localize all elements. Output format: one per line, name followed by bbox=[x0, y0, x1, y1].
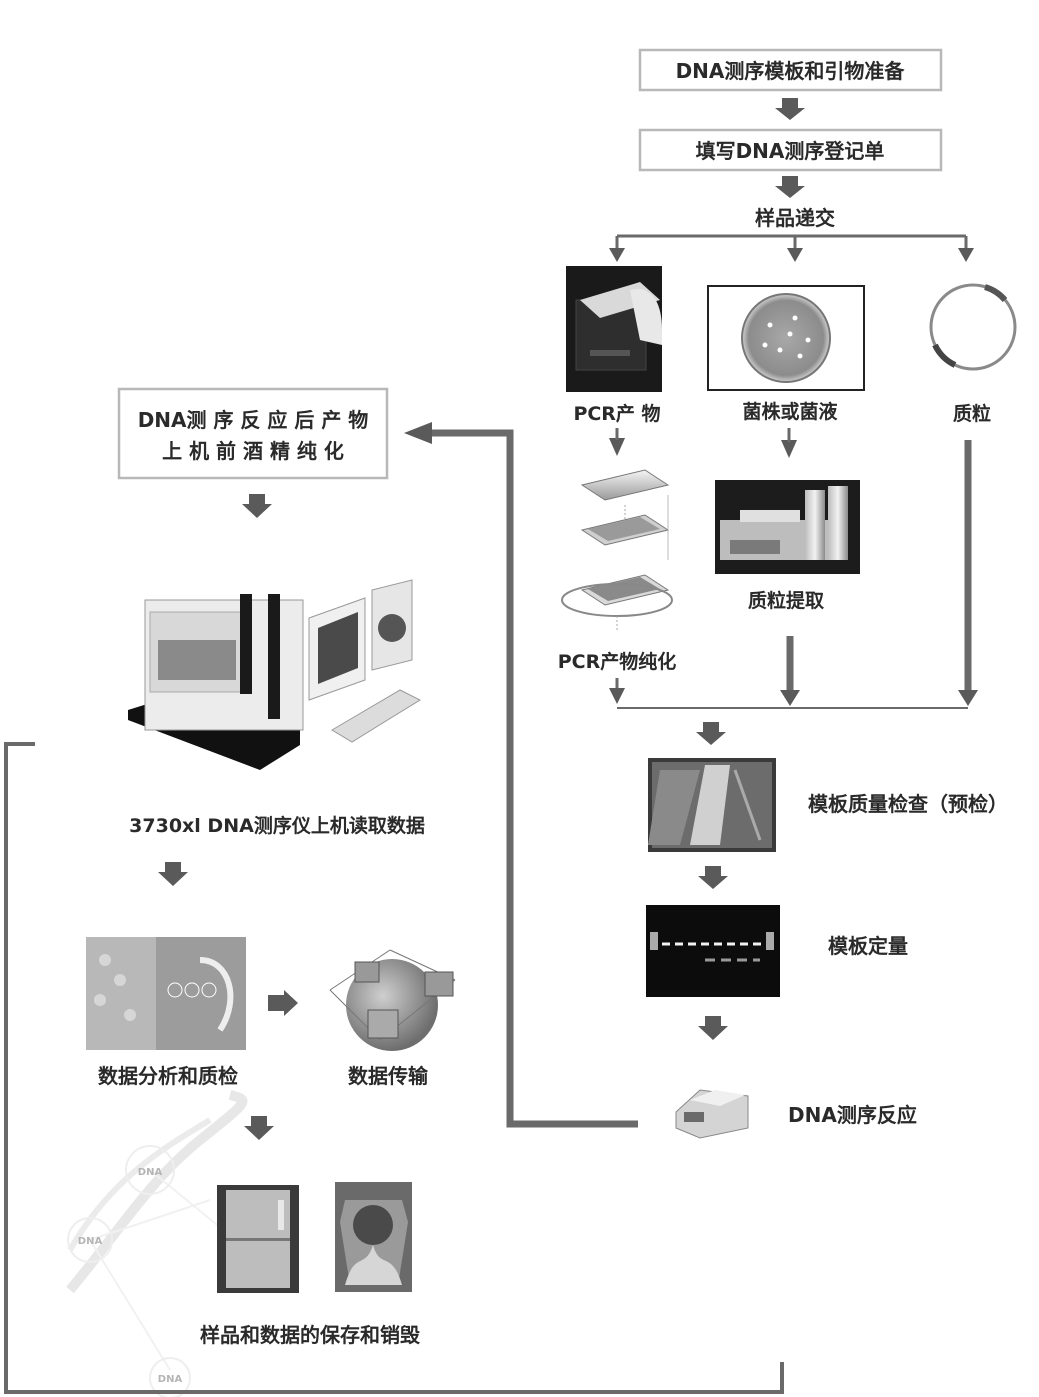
down-arrow-icon bbox=[698, 1016, 728, 1040]
down-arrow-icon bbox=[242, 494, 272, 518]
down-arrow-icon bbox=[158, 862, 188, 886]
dna-helix-watermark: DNA DNA DNA bbox=[66, 1090, 261, 1397]
down-arrow-icon bbox=[958, 248, 974, 262]
extraction-robot-photo bbox=[715, 480, 860, 574]
petri-dish-photo bbox=[707, 285, 865, 391]
analysis-qc-label: 数据分析和质检 bbox=[98, 1064, 238, 1088]
down-arrow-icon bbox=[958, 690, 978, 706]
watermark-dna-1: DNA bbox=[138, 1167, 163, 1178]
storage-label: 样品和数据的保存和销毁 bbox=[200, 1323, 421, 1347]
analysis-photo bbox=[86, 937, 246, 1050]
template-quant-label: 模板定量 bbox=[828, 934, 908, 958]
down-arrow-icon bbox=[781, 440, 797, 458]
fill-form-box bbox=[638, 128, 943, 172]
gel-quant-photo bbox=[646, 905, 780, 997]
pcr-plate-photo bbox=[566, 266, 662, 392]
plasmid-label: 质粒 bbox=[953, 402, 991, 425]
down-arrow-icon bbox=[609, 438, 625, 456]
sequencer-instrument-photo bbox=[128, 579, 422, 770]
down-arrow-icon bbox=[698, 866, 728, 889]
purification-plates-photo bbox=[561, 469, 673, 630]
down-arrow-icon bbox=[775, 98, 805, 120]
left-arrow-icon bbox=[404, 422, 432, 444]
template-check-label: 模板质量检查（预检） bbox=[808, 792, 1008, 816]
down-arrow-icon bbox=[780, 690, 800, 706]
pcr-product-label: PCR产 物 bbox=[573, 402, 660, 425]
outer-bracket-line bbox=[4, 742, 784, 1394]
thermocycler-photo bbox=[675, 1089, 749, 1139]
strain-label: 菌株或菌液 bbox=[742, 400, 838, 423]
freezer-photo bbox=[217, 1185, 299, 1293]
down-arrow-icon bbox=[609, 688, 625, 704]
down-arrow-icon bbox=[787, 248, 803, 262]
down-arrow-icon bbox=[696, 722, 726, 745]
down-arrow-icon bbox=[244, 1116, 274, 1140]
pcr-purify-label: PCR产物纯化 bbox=[558, 650, 677, 673]
seq-reaction-label: DNA测序反应 bbox=[788, 1103, 917, 1127]
template-primer-label: DNA测序模板和引物准备 bbox=[676, 59, 906, 83]
watermark-dna-3: DNA bbox=[158, 1374, 183, 1385]
ethanol-purify-box bbox=[117, 387, 389, 480]
network-transfer-icon bbox=[329, 949, 456, 1051]
gel-check-photo bbox=[648, 758, 776, 852]
watermark-dna-2: DNA bbox=[78, 1236, 103, 1247]
down-arrow-icon bbox=[775, 176, 805, 198]
right-arrow-icon bbox=[268, 990, 298, 1016]
incinerator-photo bbox=[335, 1182, 412, 1292]
instrument-read-label: 3730xl DNA测序仪上机读取数据 bbox=[129, 814, 425, 837]
plasmid-extract-label: 质粒提取 bbox=[748, 589, 824, 612]
transfer-label: 数据传输 bbox=[348, 1064, 429, 1088]
plasmid-circle-icon bbox=[929, 283, 1017, 371]
down-arrow-icon bbox=[609, 248, 625, 262]
purify-label-line1: DNA测 序 反 应 后 产 物 bbox=[138, 408, 369, 432]
template-primer-box bbox=[638, 48, 943, 92]
submit-sample-label: 样品递交 bbox=[755, 206, 835, 230]
fill-form-label: 填写DNA测序登记单 bbox=[696, 139, 885, 163]
purify-label-line2: 上 机 前 酒 精 纯 化 bbox=[162, 439, 344, 463]
return-flow-line bbox=[430, 429, 638, 1128]
